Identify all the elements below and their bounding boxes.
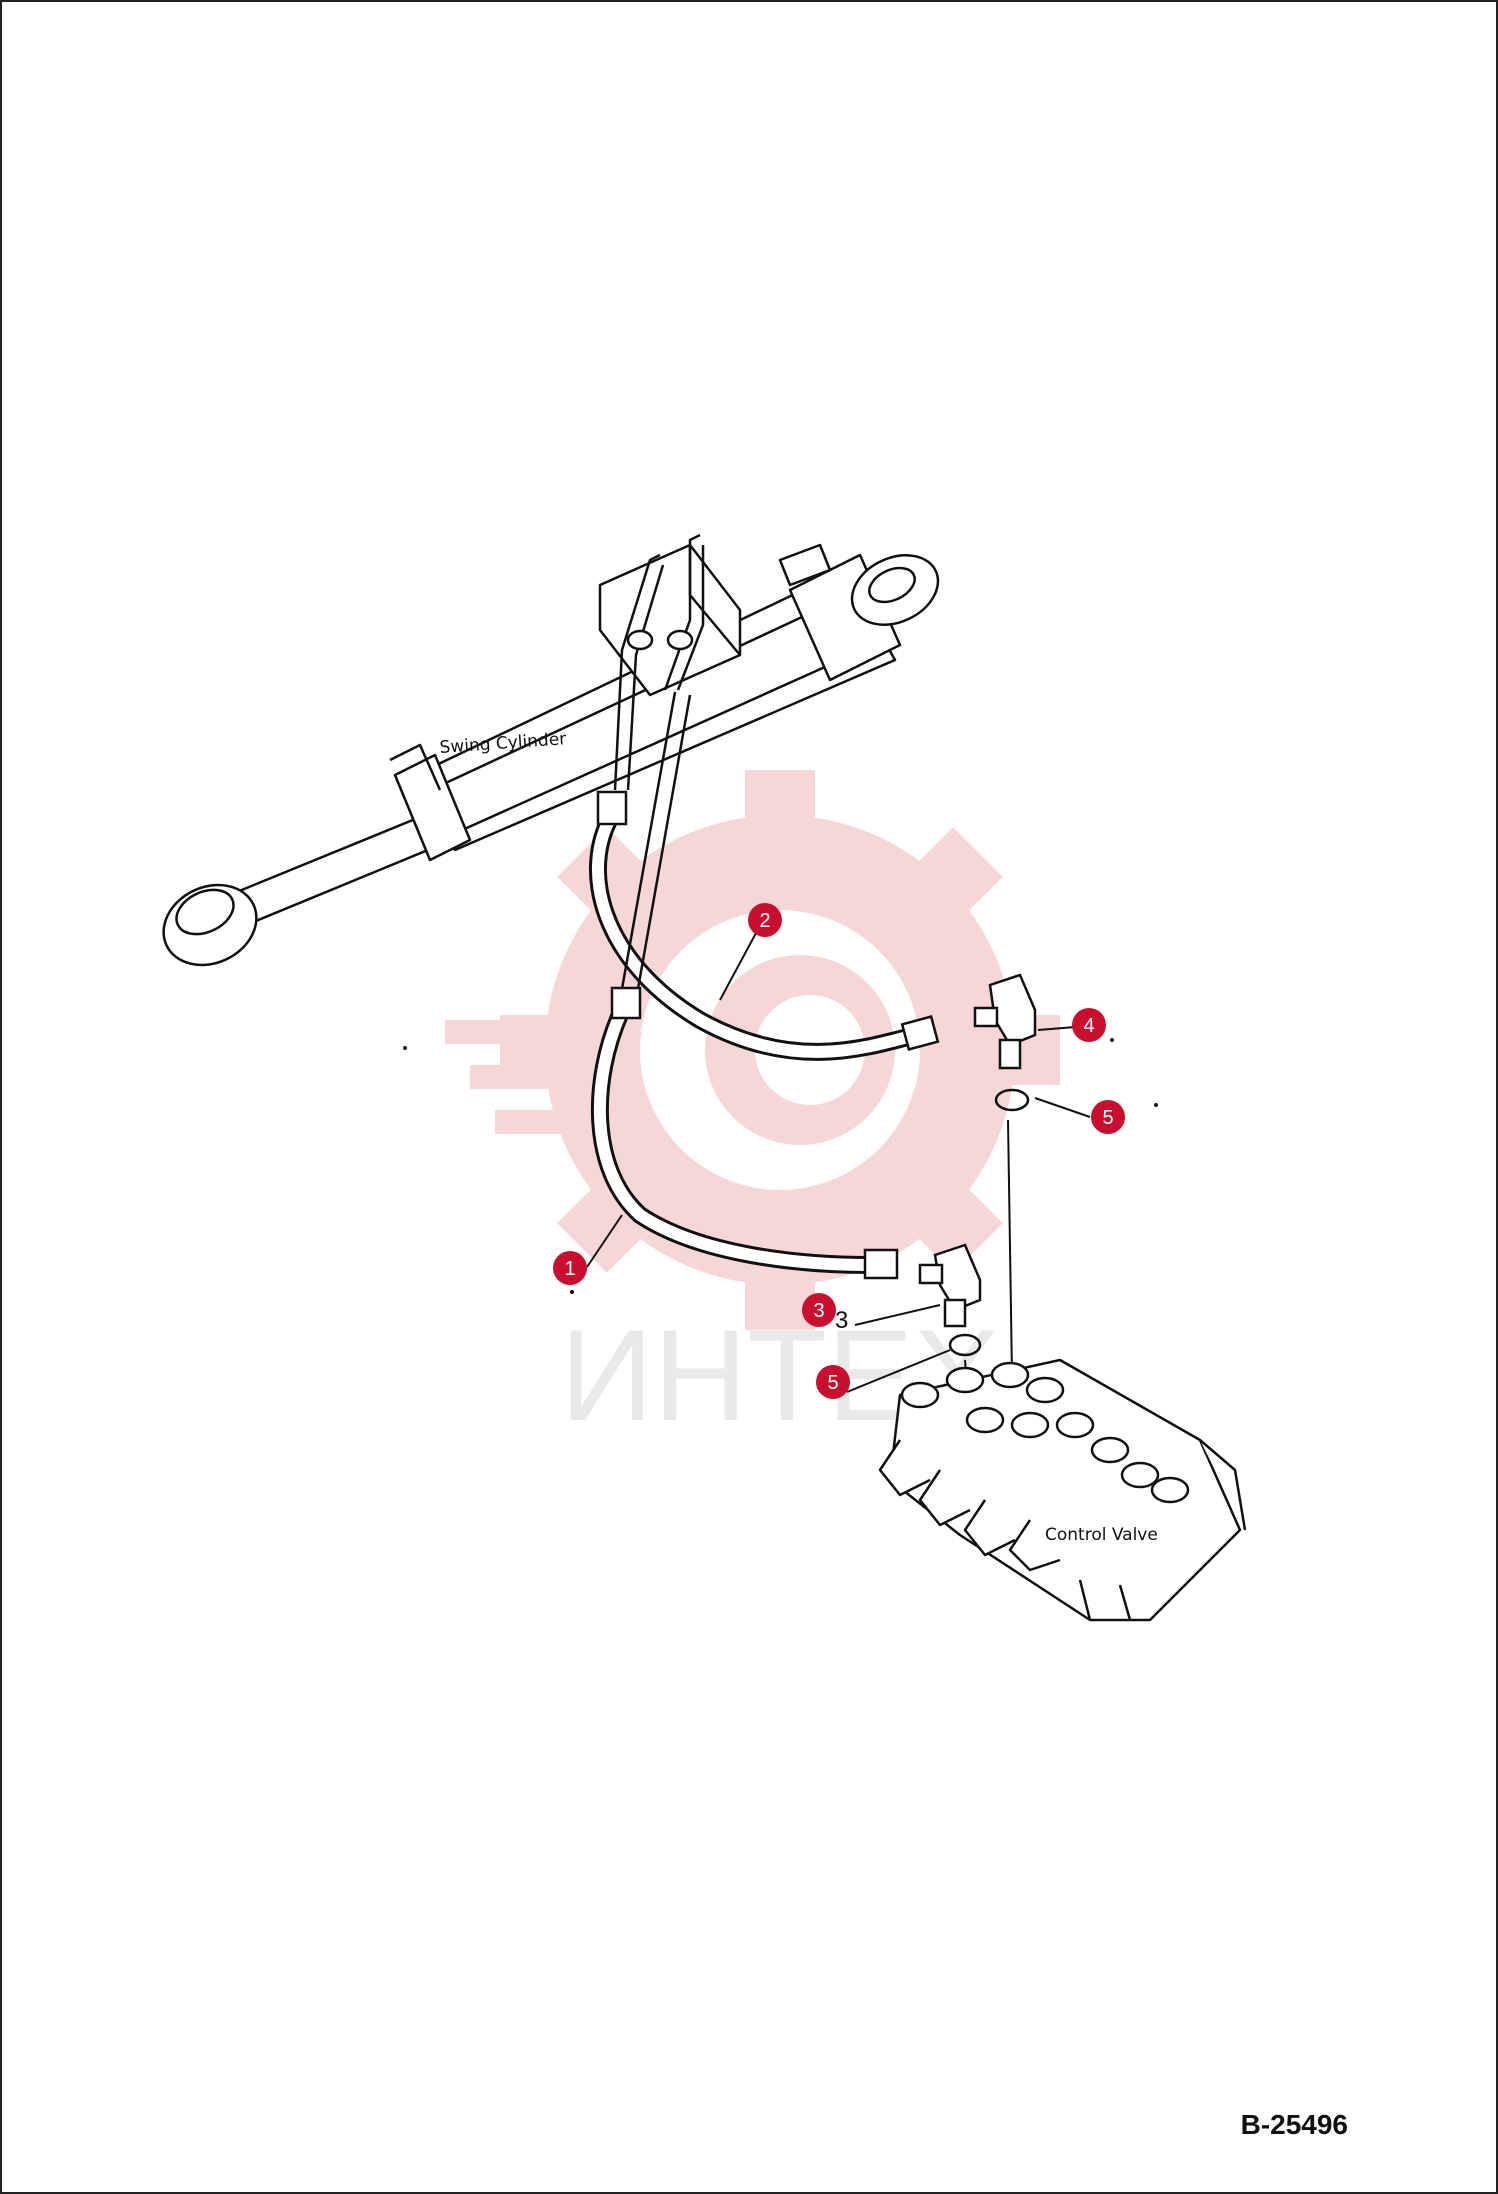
svg-text:2: 2	[759, 910, 770, 932]
svg-text:3: 3	[813, 1300, 824, 1322]
elbow-fitting-3	[918, 1243, 982, 1328]
callout-3[interactable]: 3	[802, 1293, 836, 1327]
control-valve-label: Control Valve	[1045, 1525, 1158, 1545]
cylinder-tubes	[613, 533, 705, 791]
elbow-fitting-4	[973, 973, 1037, 1070]
svg-text:4: 4	[1083, 1015, 1094, 1037]
svg-text:5: 5	[827, 1372, 838, 1394]
callout-4[interactable]: 4	[1072, 1008, 1106, 1042]
callout-5-lower[interactable]: 5	[816, 1365, 850, 1399]
stray-marks	[403, 1038, 1158, 1294]
hose-1	[590, 986, 899, 1280]
callout-1[interactable]: 1	[553, 1251, 587, 1285]
o-ring-5-lower	[948, 1333, 982, 1357]
hose-2	[588, 790, 940, 1061]
svg-text:5: 5	[1102, 1107, 1113, 1129]
tube-to-hose-1	[618, 691, 677, 1001]
drawing-id: B-25496	[1240, 2109, 1348, 2140]
svg-text:1: 1	[564, 1258, 575, 1280]
swing-cylinder	[162, 543, 940, 967]
callout-2[interactable]: 2	[748, 903, 782, 937]
part-3-text: 3	[835, 1307, 848, 1334]
o-ring-5-upper	[994, 1088, 1030, 1112]
control-valve	[878, 1358, 1247, 1622]
callout-5-upper[interactable]: 5	[1091, 1100, 1125, 1134]
